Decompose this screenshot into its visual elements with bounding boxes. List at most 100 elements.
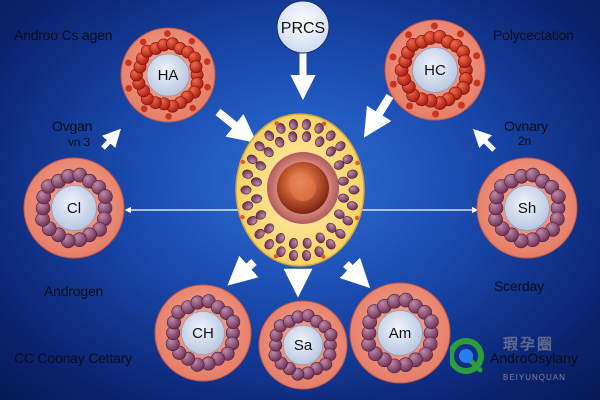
outer-granule [473,79,481,87]
cell-label: Sa [294,337,313,354]
center-granule [263,147,274,158]
top-badge: PRCS [276,0,330,54]
outer-granule [457,101,465,109]
outer-granule [432,110,440,118]
cell-label: HC [424,62,446,79]
label-bottom-left: CC Coonay Cettary [14,350,132,366]
granule [98,189,113,204]
label-right-upper-2: 2n [518,134,531,148]
arrow-midleft-to-topleft [101,128,121,150]
granule [324,328,338,342]
granule [189,60,203,74]
center-granule [254,228,265,239]
cell-nucleus [51,185,97,231]
cell-nucleus [412,47,458,93]
label-left-upper-1: Ovgan [52,118,93,134]
center-follicle [235,113,365,267]
cell-mid-left: Cl [23,157,125,259]
outer-granule [189,104,197,112]
cell-label: HA [158,67,179,84]
center-speck [273,254,279,259]
center-granule [302,237,312,249]
arrow-center-to-bottomright [339,257,371,289]
cell-mid-right: Sh [476,157,578,259]
label-top-left: Androo Cs agen [14,27,113,43]
center-granule [289,250,298,261]
center-nucleolus [290,175,316,201]
cell-nucleus [146,53,190,97]
cell-label: Cl [67,200,81,217]
label-top-right: Polycectation [493,27,574,43]
center-granule [342,216,354,226]
center-granule [276,246,286,258]
center-granule [315,136,325,147]
center-speck [274,121,279,126]
cell-top-right: HC [384,19,486,121]
center-granules [240,119,360,261]
center-speck [240,159,246,165]
outer-granule [406,102,414,110]
granule [457,54,472,69]
outer-granule [188,37,196,45]
label-right-upper-1: Ovnary [504,118,548,134]
watermark-sub: BEIYUNQUAN [503,373,566,382]
cell-label: CH [192,325,214,342]
granule [551,189,566,204]
center-speck [321,121,327,126]
center-granule [255,210,267,220]
outer-granule [164,30,171,37]
center-granule [334,209,345,219]
center-granule [348,185,360,195]
outer-granule [430,22,438,30]
outer-granule [203,58,211,65]
center-granule [289,119,298,130]
cell-label: Sh [518,200,536,217]
arrow-midright-to-topright [472,128,496,152]
center-granule [302,250,311,261]
outer-granule [405,31,413,39]
cell-label: Am [389,325,412,342]
center-granule [335,228,346,239]
center-granule [242,169,253,179]
cell-bottom-left: CH [154,284,252,382]
center-granule [240,185,252,195]
center-granule [335,141,346,152]
center-speck [355,160,360,166]
center-granule [302,119,311,130]
label-left-upper-2: vn 3 [68,135,90,149]
outer-granule [125,85,133,92]
label-left-lower: Androgen [44,283,104,299]
center-granule [314,246,324,258]
cell-nucleus [504,185,550,231]
arrow-topright-to-center [363,93,394,138]
center-granule [338,193,349,203]
logo-core-icon [459,349,473,363]
outer-granule [204,83,211,91]
outer-granule [139,38,147,46]
center-granule [251,177,262,187]
center-granule [246,154,258,164]
center-granule [276,122,286,134]
center-granule [254,141,265,152]
outer-granule [389,80,397,88]
center-granule [288,131,298,143]
cell-nucleus [180,310,225,355]
outer-granule [165,113,172,120]
granule [226,314,241,329]
granule [424,314,439,329]
center-granule [315,232,325,244]
center-speck [240,214,245,220]
center-granule [255,161,266,171]
center-granule [264,223,275,234]
cell-nucleus [377,310,423,356]
label-right-lower: Scerday [494,278,544,294]
center-granule [264,130,275,141]
center-granule [302,131,312,143]
center-granule [333,160,345,170]
center-granule [326,222,337,233]
center-granule [275,136,285,148]
cell-top-left: HA [120,27,216,123]
outer-granule [140,105,148,113]
center-granule [347,201,358,211]
